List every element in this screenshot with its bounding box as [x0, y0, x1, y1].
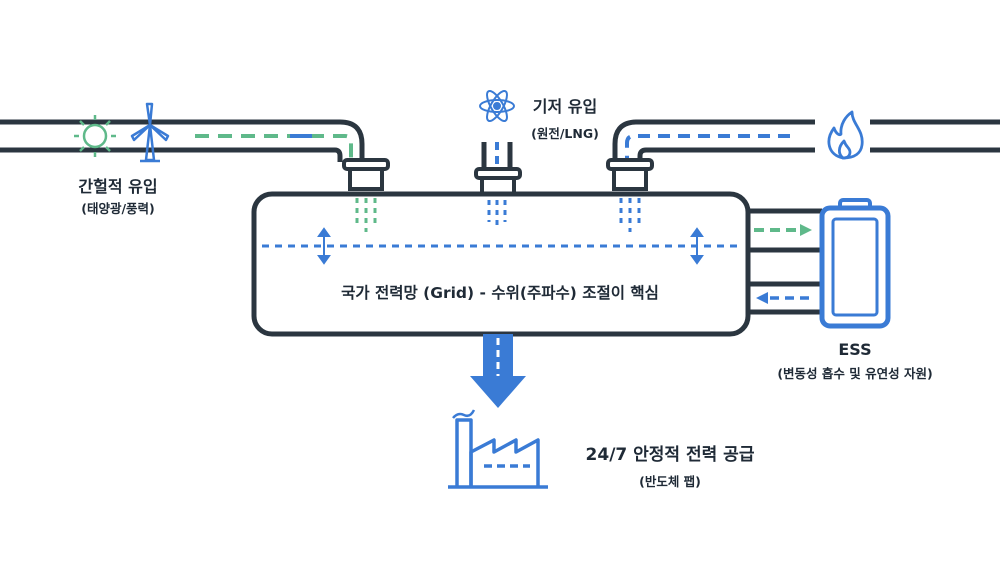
intermittent-subtitle: (태양광/풍력) [81, 201, 155, 216]
level-arrow-right-icon [690, 227, 704, 265]
grid-label: 국가 전력망 (Grid) - 수위(주파수) 조절이 핵심 [341, 283, 659, 302]
atom-icon [479, 89, 515, 123]
wind-turbine-icon [130, 102, 170, 163]
flame-icon [827, 110, 864, 160]
ess-title: ESS [838, 340, 871, 359]
connector-left [342, 158, 390, 191]
grid-tank [251, 191, 751, 337]
ess-subtitle: (변동성 흡수 및 유연성 자원) [777, 366, 932, 381]
inflow-streams [355, 198, 641, 232]
battery-icon [819, 198, 891, 329]
sun-icon [74, 115, 116, 157]
ess-connection-bottom [746, 281, 822, 315]
supply-title: 24/7 안정적 전력 공급 [586, 445, 755, 465]
connector-right [606, 158, 654, 191]
intermittent-pipe [0, 119, 365, 162]
down-arrow-icon [470, 334, 526, 408]
intermittent-title: 간헐적 유입 [78, 177, 157, 196]
factory-icon [448, 409, 548, 489]
supply-subtitle: (반도체 팹) [639, 474, 701, 489]
ess-connection-top [746, 208, 822, 253]
base-title: 기저 유입 [533, 97, 597, 116]
base-pipe-right [612, 105, 1000, 163]
base-subtitle: (원전/LNG) [531, 126, 599, 141]
level-arrow-left-icon [317, 227, 331, 265]
